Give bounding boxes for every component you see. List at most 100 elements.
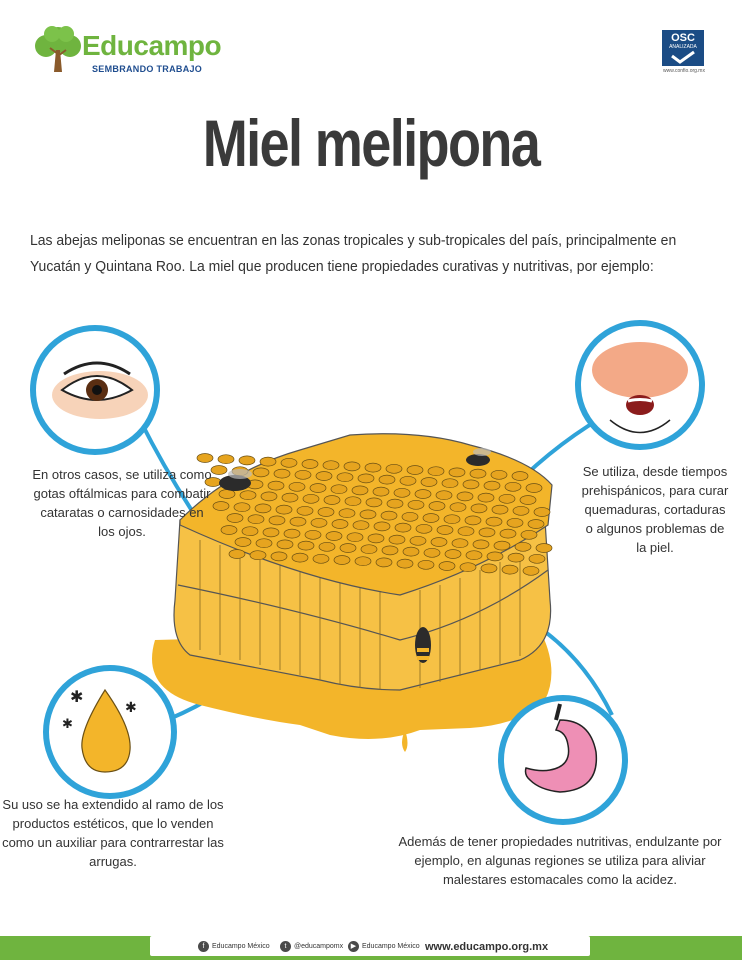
honeycomb-cell bbox=[381, 545, 399, 556]
twitter-icon[interactable]: t bbox=[280, 941, 291, 952]
honeycomb-cell bbox=[420, 477, 438, 487]
youtube-icon[interactable]: ▶ bbox=[348, 941, 359, 952]
eye-benefit-text: En otros casos, se utiliza como gotas of… bbox=[32, 467, 212, 539]
footer-band bbox=[150, 936, 590, 956]
honeycomb-cell bbox=[351, 485, 369, 496]
honeycomb-cell bbox=[289, 516, 307, 527]
honeycomb-cell bbox=[443, 514, 461, 525]
honeycomb-cell bbox=[310, 517, 328, 528]
honeycomb-cell bbox=[401, 511, 419, 522]
honeycomb-cell bbox=[354, 556, 372, 567]
honeycomb-cell bbox=[477, 492, 495, 503]
honeycomb-cell bbox=[336, 472, 354, 483]
stomach-benefit-text: Además de tener propiedades nutritivas, … bbox=[398, 834, 722, 887]
honeycomb-cell bbox=[444, 549, 462, 559]
honeycomb-cell bbox=[217, 454, 235, 465]
honeycomb-cell bbox=[212, 501, 230, 511]
honeycomb-cell bbox=[296, 505, 314, 516]
osc-badge-url: www.confio.org.mx bbox=[663, 68, 705, 74]
honeycomb-cell bbox=[297, 540, 315, 551]
osc-badge-subtitle: ANALIZADA bbox=[669, 44, 697, 50]
honeycomb-cell bbox=[226, 513, 244, 523]
honeycomb-cell bbox=[493, 540, 511, 551]
honeycomb-cell bbox=[449, 502, 467, 513]
facebook-icon[interactable]: f bbox=[198, 941, 209, 952]
honeycomb-cell bbox=[430, 537, 448, 547]
honeycomb-cell bbox=[459, 562, 477, 573]
honeycomb-cell bbox=[252, 467, 270, 478]
honeycomb-cell bbox=[262, 527, 280, 538]
honeycomb-cell bbox=[318, 541, 336, 552]
honeycomb-cell bbox=[456, 491, 474, 502]
honeycomb-cell bbox=[276, 539, 294, 550]
honeycomb-cell bbox=[270, 551, 288, 562]
honeycomb-cell bbox=[491, 504, 509, 515]
svg-text:✱: ✱ bbox=[125, 700, 137, 716]
honeycomb-cell bbox=[280, 457, 298, 468]
honeycomb-cell bbox=[338, 508, 356, 519]
honeycomb-cell bbox=[414, 489, 432, 499]
honeycomb-cell bbox=[396, 558, 414, 569]
honeycomb-cell bbox=[506, 517, 524, 528]
honeycomb-cell bbox=[323, 495, 341, 505]
honeycomb-cell bbox=[309, 483, 327, 493]
honeycomb-cell bbox=[239, 490, 257, 501]
footer-website[interactable]: www.educampo.org.mx bbox=[425, 941, 549, 953]
honeycomb-cell bbox=[275, 504, 293, 515]
honeycomb-cell bbox=[294, 469, 312, 480]
honeycomb-cell bbox=[470, 503, 488, 514]
honeycomb-cell bbox=[399, 475, 417, 486]
honeycomb-cell bbox=[238, 455, 256, 466]
footer-facebook[interactable]: Educampo México bbox=[212, 943, 270, 950]
honeycomb-cell bbox=[325, 531, 343, 541]
honeycomb-cell bbox=[360, 544, 378, 555]
honeycomb-cell bbox=[406, 465, 424, 475]
honeycomb-cell bbox=[511, 471, 529, 481]
honeycomb-cell bbox=[343, 461, 361, 472]
eye-circle bbox=[30, 325, 160, 455]
educampo-logo: Educampo SEMBRANDO TRABAJO bbox=[30, 24, 222, 80]
honeycomb-cell bbox=[472, 539, 490, 550]
honeycomb-cell bbox=[365, 497, 383, 508]
honeycomb-cell bbox=[385, 463, 403, 474]
honeycomb-cell bbox=[507, 552, 525, 563]
cosmetic-benefit-text: Su uso se ha extendido al ramo de los pr… bbox=[2, 797, 224, 869]
svg-text:✱: ✱ bbox=[70, 687, 83, 706]
honeycomb-cell bbox=[317, 507, 335, 517]
honeycomb-cell bbox=[498, 493, 516, 504]
footer-youtube[interactable]: Educampo México bbox=[362, 943, 420, 950]
honeycomb-cell bbox=[273, 468, 291, 479]
footer-twitter[interactable]: @educampomx bbox=[294, 943, 344, 950]
honeycomb-cell bbox=[315, 471, 333, 481]
honeycomb-cell bbox=[249, 550, 267, 561]
honeycomb-cell bbox=[301, 459, 319, 469]
logo-tagline: SEMBRANDO TRABAJO bbox=[92, 64, 203, 74]
honeycomb-cell bbox=[409, 535, 427, 546]
honeycomb-cell bbox=[533, 507, 551, 517]
honeycomb-cell bbox=[499, 528, 517, 539]
honeycomb-cell bbox=[469, 468, 487, 479]
honeycomb-cell bbox=[196, 453, 214, 463]
honeycomb-cell bbox=[247, 514, 265, 525]
bee-icon bbox=[219, 469, 252, 491]
honeycomb-cell bbox=[281, 492, 299, 503]
honeycomb-cell bbox=[331, 519, 349, 529]
honeycomb-cell bbox=[486, 551, 504, 562]
honeycomb-cell bbox=[375, 557, 393, 568]
honeycomb-cell bbox=[478, 527, 496, 538]
honeycomb-cell bbox=[330, 484, 348, 495]
honeycomb-cell bbox=[388, 534, 406, 545]
honeycomb-cell bbox=[520, 529, 538, 540]
honeycomb-cell bbox=[504, 481, 522, 492]
honeycomb-cell bbox=[490, 469, 508, 480]
honeycomb-cell bbox=[259, 456, 277, 467]
honeycomb-cell bbox=[435, 490, 453, 501]
honeycomb-cell bbox=[464, 515, 482, 526]
honeycomb-cell bbox=[333, 555, 351, 565]
bee-icon bbox=[466, 448, 491, 466]
honeycomb-cell bbox=[268, 515, 286, 526]
skin-benefit-text: Se utiliza, desde tiempos prehispánicos,… bbox=[581, 464, 729, 555]
honeycomb-cell bbox=[304, 529, 322, 540]
honeycomb-cell bbox=[522, 565, 540, 576]
honeycomb-cell bbox=[407, 499, 425, 510]
